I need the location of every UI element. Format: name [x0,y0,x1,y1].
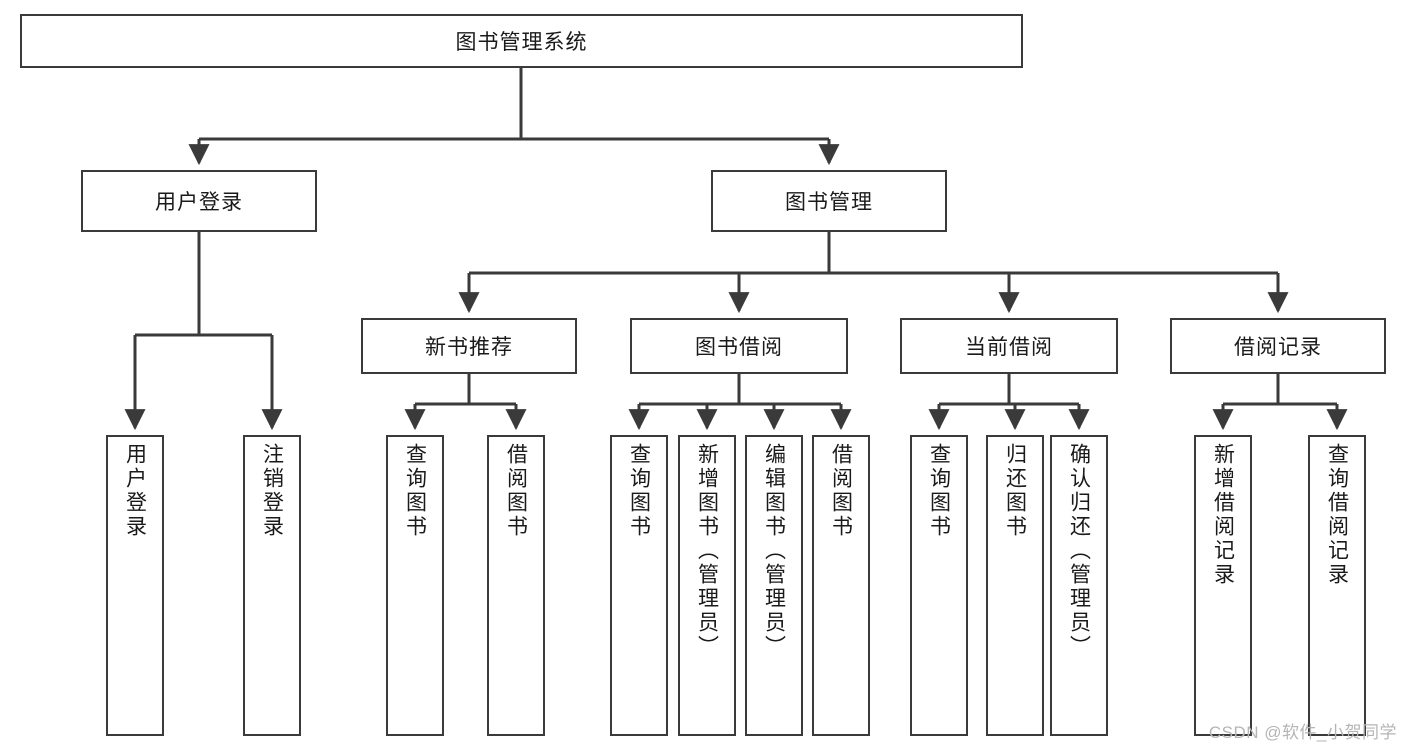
node-leaf-borrow-book-2-label: 借阅图书 [829,443,853,539]
node-current-borrow-label: 当前借阅 [965,336,1053,359]
node-borrow-record[interactable]: 借阅记录 [1170,318,1386,374]
node-leaf-add-book-label: 新增图书（管理员） [695,443,719,659]
node-leaf-query-borrow-record-label: 查询借阅记录 [1325,443,1349,587]
node-new-book-recommend[interactable]: 新书推荐 [361,318,577,374]
node-leaf-query-book-3-label: 查询图书 [927,443,951,539]
node-user-login[interactable]: 用户登录 [81,170,317,232]
node-leaf-return-book[interactable]: 归还图书 [986,435,1044,736]
node-leaf-edit-book-label: 编辑图书（管理员） [762,443,786,659]
node-leaf-query-borrow-record[interactable]: 查询借阅记录 [1308,435,1366,736]
node-leaf-user-login[interactable]: 用户登录 [106,435,164,736]
node-book-management-label: 图书管理 [785,191,873,214]
node-book-borrow-label: 图书借阅 [695,336,783,359]
node-leaf-query-book-1-label: 查询图书 [403,443,427,539]
node-user-login-label: 用户登录 [155,191,243,214]
node-leaf-add-borrow-record[interactable]: 新增借阅记录 [1194,435,1252,736]
node-leaf-confirm-return-label: 确认归还（管理员） [1067,443,1091,659]
node-leaf-return-book-label: 归还图书 [1003,443,1027,539]
node-leaf-confirm-return[interactable]: 确认归还（管理员） [1050,435,1108,736]
node-leaf-add-borrow-record-label: 新增借阅记录 [1211,443,1235,587]
node-new-book-recommend-label: 新书推荐 [425,336,513,359]
node-leaf-query-book-2-label: 查询图书 [627,443,651,539]
node-leaf-edit-book[interactable]: 编辑图书（管理员） [745,435,803,736]
node-leaf-borrow-book-1[interactable]: 借阅图书 [487,435,545,736]
node-leaf-add-book[interactable]: 新增图书（管理员） [678,435,736,736]
node-book-management[interactable]: 图书管理 [711,170,947,232]
node-book-borrow[interactable]: 图书借阅 [630,318,848,374]
node-leaf-query-book-3[interactable]: 查询图书 [910,435,968,736]
node-current-borrow[interactable]: 当前借阅 [900,318,1118,374]
node-leaf-query-book-2[interactable]: 查询图书 [610,435,668,736]
node-leaf-borrow-book-2[interactable]: 借阅图书 [812,435,870,736]
node-root[interactable]: 图书管理系统 [20,14,1023,68]
node-root-label: 图书管理系统 [455,31,588,54]
node-leaf-query-book-1[interactable]: 查询图书 [386,435,444,736]
node-leaf-logout-label: 注销登录 [260,443,284,539]
node-leaf-borrow-book-1-label: 借阅图书 [504,443,528,539]
node-leaf-logout[interactable]: 注销登录 [243,435,301,736]
csdn-watermark: CSDN @软件_小贺同学 [1208,723,1397,742]
node-borrow-record-label: 借阅记录 [1234,336,1322,359]
node-leaf-user-login-label: 用户登录 [123,443,147,539]
